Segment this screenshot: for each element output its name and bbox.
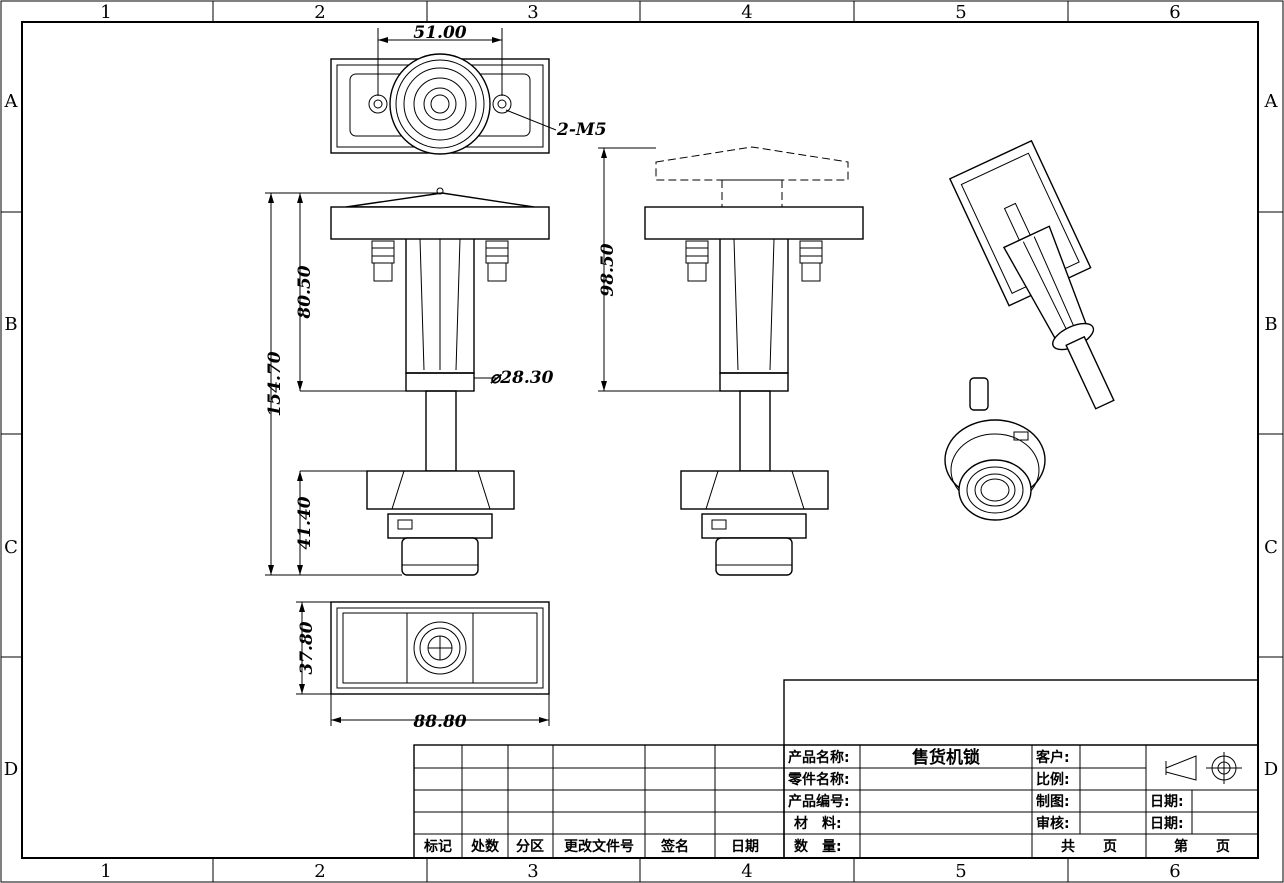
product-no-label: 产品编号: <box>788 793 850 810</box>
material-label: 材 料: <box>794 815 842 832</box>
zone-col-5-bottom: 5 <box>955 861 966 882</box>
product-name-label: 产品名称: <box>788 749 850 766</box>
customer-label: 客户: <box>1035 749 1070 766</box>
zone-col-3-top: 3 <box>527 2 538 23</box>
zone-row-d-right: D <box>1264 759 1278 780</box>
zone-row-d-left: D <box>4 759 18 780</box>
title-block: 标记 处数 分区 更改文件号 签名 日期 产品名称: 售货机锁 零件名称: 产品… <box>413 679 1259 859</box>
zone-col-6-top: 6 <box>1169 2 1180 23</box>
part-name-label: 零件名称: <box>787 771 850 788</box>
dim-lower-height: 41.40 <box>295 496 315 549</box>
date-label-drawn: 日期: <box>1150 794 1184 810</box>
dim-bottom-height: 37.80 <box>297 621 317 674</box>
zone-row-b-right: B <box>1264 314 1277 335</box>
zone-labels: 1 2 3 4 5 6 1 2 3 4 5 6 A B C D A B C D <box>4 2 1279 882</box>
dim-shaft-diameter: ⌀28.30 <box>490 368 554 388</box>
front-view: 154.70 80.50 ⌀28.30 41.40 <box>265 187 554 576</box>
zone-col-1-top: 1 <box>100 2 111 23</box>
rev-header-change-doc: 更改文件号 <box>564 838 634 855</box>
zone-row-a-left: A <box>4 91 19 112</box>
rev-header-mark: 标记 <box>423 838 452 855</box>
zone-col-1-bottom: 1 <box>100 861 111 882</box>
zone-row-c-right: C <box>1264 537 1278 558</box>
scale-label: 比例: <box>1036 771 1070 788</box>
product-name-value: 售货机锁 <box>912 747 980 768</box>
page-number-label: 第 页 <box>1174 838 1230 855</box>
total-pages-label: 共 页 <box>1061 838 1117 855</box>
drawn-by-label: 制图: <box>1036 793 1070 810</box>
zone-col-6-bottom: 6 <box>1169 861 1180 882</box>
zone-row-a-right: A <box>1264 91 1279 112</box>
zone-col-2-top: 2 <box>314 2 325 23</box>
dim-side-height: 98.50 <box>598 243 618 296</box>
side-view: 98.50 <box>598 146 864 576</box>
rev-header-count: 处数 <box>470 838 500 855</box>
zone-row-b-left: B <box>4 314 17 335</box>
date-label-checked: 日期: <box>1150 816 1184 832</box>
zone-row-c-left: C <box>4 537 18 558</box>
rev-header-date: 日期 <box>731 839 759 855</box>
rev-header-signature: 签名 <box>660 838 689 855</box>
checked-by-label: 审核: <box>1036 815 1070 832</box>
top-view: 51.00 2-M5 <box>330 23 607 155</box>
dim-overall-height: 154.70 <box>265 351 285 416</box>
zone-col-2-bottom: 2 <box>314 861 325 882</box>
zone-col-4-top: 4 <box>741 2 752 23</box>
zone-col-5-top: 5 <box>955 2 966 23</box>
rev-header-zone: 分区 <box>516 839 544 855</box>
dim-thread-callout: 2-M5 <box>556 120 607 140</box>
bottom-view: 37.80 88.80 <box>296 601 550 732</box>
projection-symbol-icon <box>1165 752 1242 784</box>
quantity-label: 数 量: <box>794 838 842 855</box>
dim-top-width: 51.00 <box>413 23 466 43</box>
zone-col-4-bottom: 4 <box>741 861 752 882</box>
isometric-view <box>944 139 1115 521</box>
dim-bottom-width: 88.80 <box>412 712 466 732</box>
dim-upper-height: 80.50 <box>295 265 315 319</box>
zone-col-3-bottom: 3 <box>527 861 538 882</box>
